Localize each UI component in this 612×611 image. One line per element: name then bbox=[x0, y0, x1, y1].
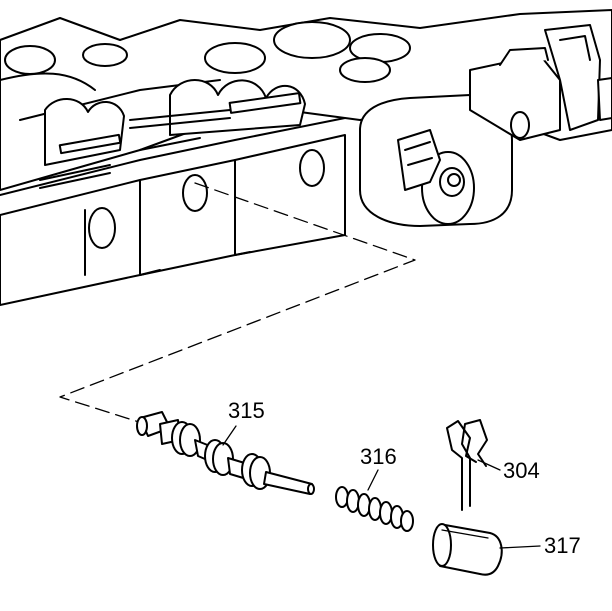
spring-part-316 bbox=[335, 469, 414, 532]
plug-part-317 bbox=[432, 523, 541, 576]
label-317: 317 bbox=[544, 533, 581, 558]
valve-body-casting bbox=[0, 9, 612, 306]
label-316: 316 bbox=[360, 444, 397, 469]
solenoid-assembly bbox=[359, 24, 612, 227]
label-304: 304 bbox=[503, 458, 540, 483]
valve-part-315 bbox=[136, 411, 315, 495]
alignment-dashed-line bbox=[59, 182, 416, 429]
clip-part-304 bbox=[446, 419, 501, 511]
label-315: 315 bbox=[228, 398, 265, 423]
